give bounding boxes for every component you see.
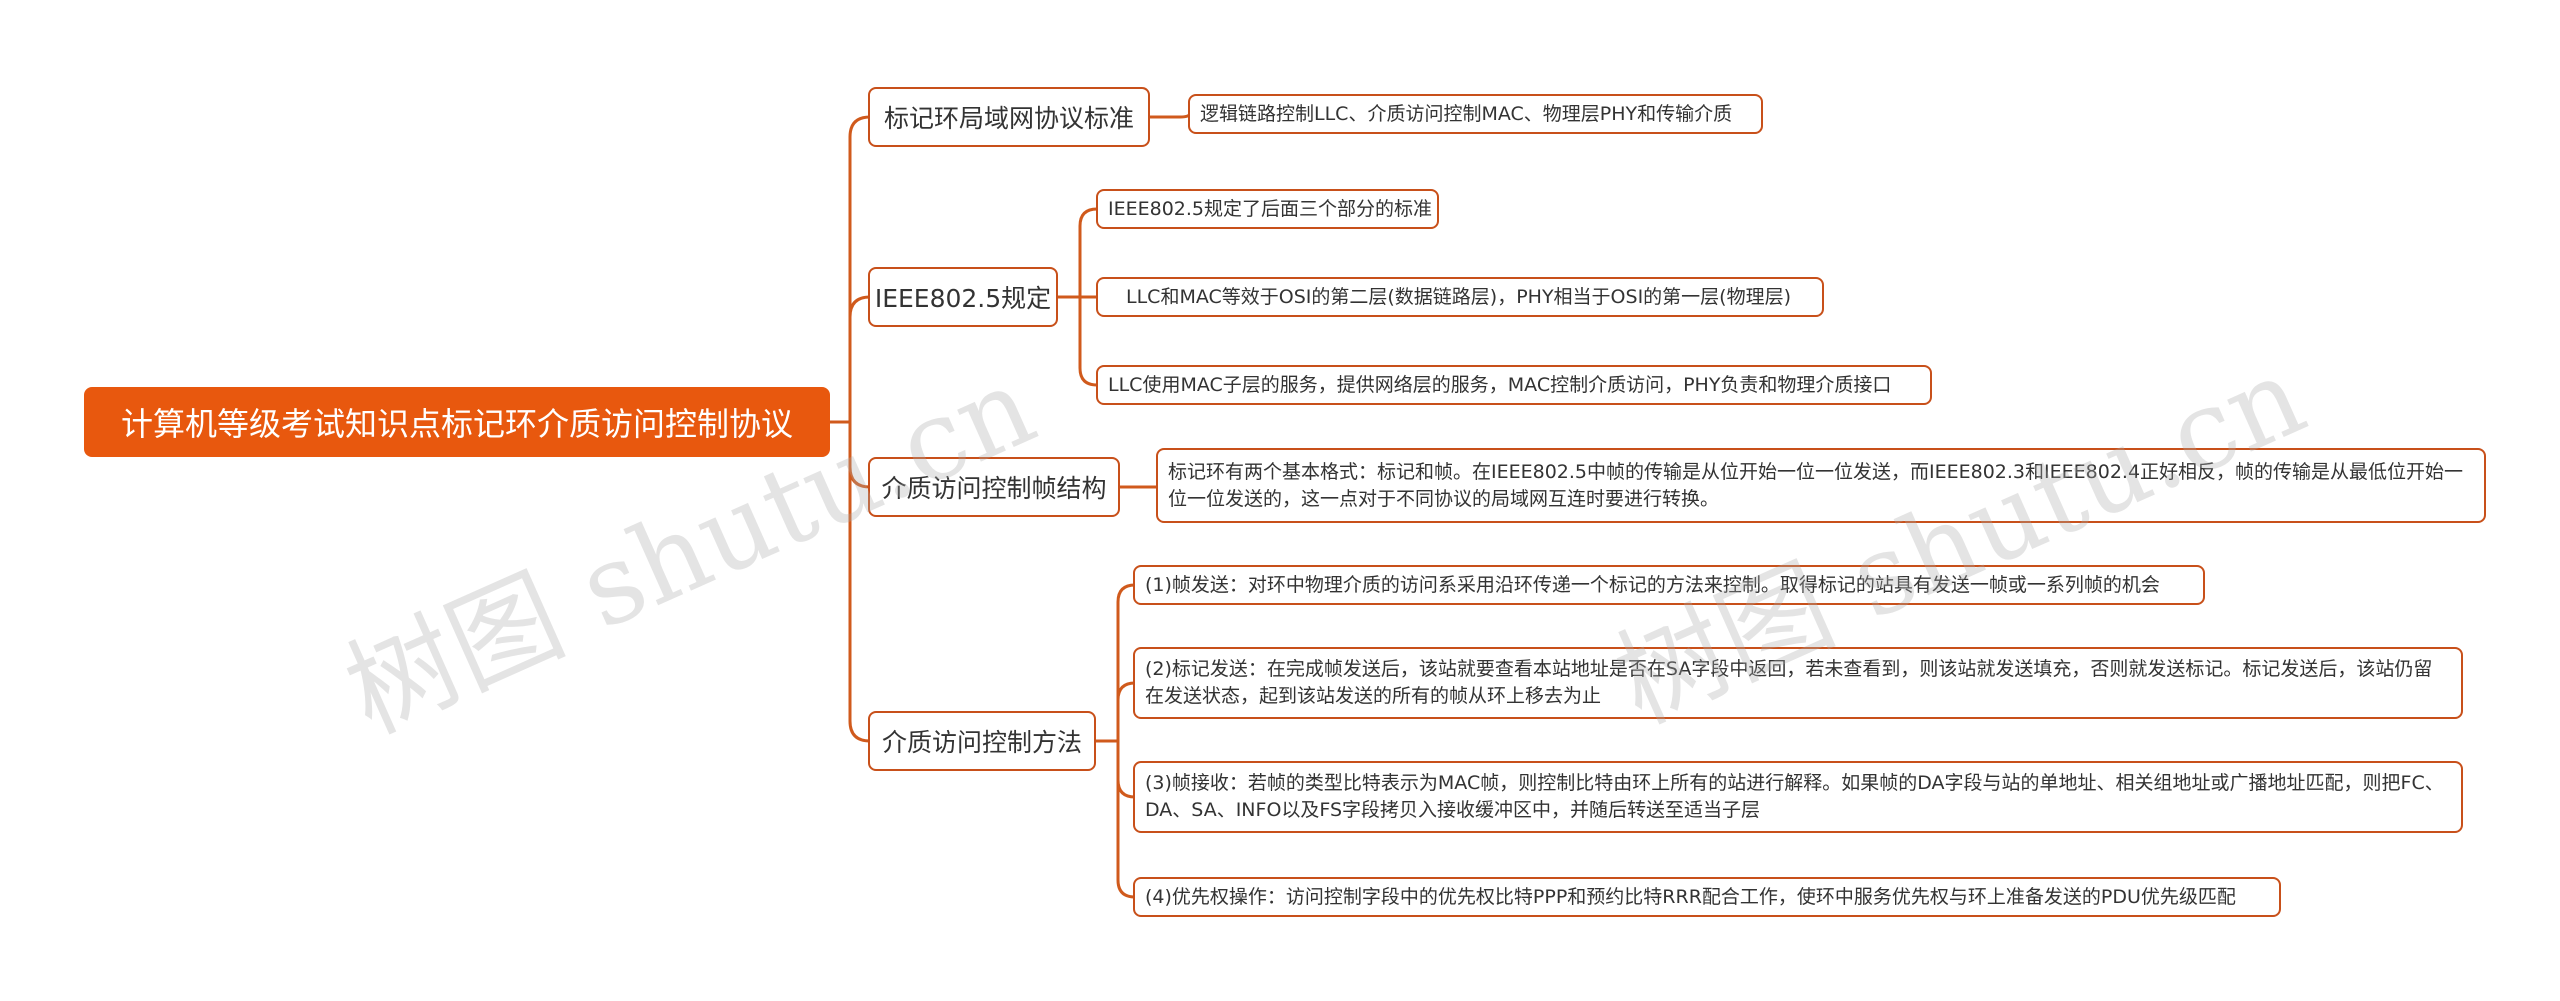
branch-topic-label: 介质访问控制帧结构 xyxy=(881,474,1107,503)
leaf-topic-text: (4)优先权操作：访问控制字段中的优先权比特PPP和预约比特RRR配合工作，使环… xyxy=(1145,885,2236,908)
leaf-topic-2-3[interactable]: LLC使用MAC子层的服务，提供网络层的服务，MAC控制介质访问，PHY负责和物… xyxy=(1096,365,1932,405)
leaf-topic-2-1[interactable]: IEEE802.5规定了后面三个部分的标准 xyxy=(1096,189,1439,229)
leaf-topic-4-2[interactable]: (2)标记发送：在完成帧发送后，该站就要查看本站地址是否在SA字段中返回，若未查… xyxy=(1133,647,2463,719)
leaf-topic-4-4[interactable]: (4)优先权操作：访问控制字段中的优先权比特PPP和预约比特RRR配合工作，使环… xyxy=(1133,877,2281,917)
connector-branch-4-leaf-1 xyxy=(1116,583,1137,743)
leaf-topic-3-1[interactable]: 标记环有两个基本格式：标记和帧。在IEEE802.5中帧的传输是从位开始一位一位… xyxy=(1156,448,2486,523)
root-topic[interactable]: 计算机等级考试知识点标记环介质访问控制协议 xyxy=(84,387,830,457)
leaf-topic-1-1[interactable]: 逻辑链路控制LLC、介质访问控制MAC、物理层PHY和传输介质 xyxy=(1188,94,1763,134)
leaf-topic-text: 逻辑链路控制LLC、介质访问控制MAC、物理层PHY和传输介质 xyxy=(1200,102,1733,125)
branch-topic-label: 标记环局域网协议标准 xyxy=(883,104,1134,133)
branch-topic-2[interactable]: IEEE802.5规定 xyxy=(868,267,1058,327)
connector-branch-4-leaf-2 xyxy=(1116,681,1137,743)
leaf-topic-text: (1)帧发送：对环中物理介质的访问系采用沿环传递一个标记的方法来控制。取得标记的… xyxy=(1145,573,2160,596)
branch-topic-1[interactable]: 标记环局域网协议标准 xyxy=(868,87,1150,147)
leaf-topic-text: (3)帧接收：若帧的类型比特表示为MAC帧，则控制比特由环上所有的站进行解释。如… xyxy=(1145,772,2444,821)
connector-root-branch-4 xyxy=(848,420,872,743)
connector-root-branch-3 xyxy=(848,420,872,489)
leaf-topic-4-3[interactable]: (3)帧接收：若帧的类型比特表示为MAC帧，则控制比特由环上所有的站进行解释。如… xyxy=(1133,761,2463,833)
branch-topic-label: 介质访问控制方法 xyxy=(882,728,1083,757)
leaf-topic-2-2[interactable]: LLC和MAC等效于OSI的第二层(数据链路层)，PHY相当于OSI的第一层(物… xyxy=(1096,277,1824,317)
leaf-topic-4-1[interactable]: (1)帧发送：对环中物理介质的访问系采用沿环传递一个标记的方法来控制。取得标记的… xyxy=(1133,565,2205,605)
branch-topic-4[interactable]: 介质访问控制方法 xyxy=(868,711,1096,771)
leaf-topic-text: IEEE802.5规定了后面三个部分的标准 xyxy=(1108,197,1433,220)
connector-branch-4-leaf-4 xyxy=(1116,739,1137,899)
connector-branch-2-leaf-1 xyxy=(1078,207,1099,299)
leaf-topic-text: LLC使用MAC子层的服务，提供网络层的服务，MAC控制介质访问，PHY负责和物… xyxy=(1108,373,1892,396)
root-topic-label: 计算机等级考试知识点标记环介质访问控制协议 xyxy=(120,405,793,443)
connector-root-branch-1 xyxy=(848,115,872,424)
leaf-topic-text: (2)标记发送：在完成帧发送后，该站就要查看本站地址是否在SA字段中返回，若未查… xyxy=(1145,658,2433,707)
leaf-topic-text: 标记环有两个基本格式：标记和帧。在IEEE802.5中帧的传输是从位开始一位一位… xyxy=(1168,460,2464,510)
leaf-topic-text: LLC和MAC等效于OSI的第二层(数据链路层)，PHY相当于OSI的第一层(物… xyxy=(1126,285,1792,308)
connector-root-branch-2 xyxy=(848,295,872,424)
branch-topic-label: IEEE802.5规定 xyxy=(874,284,1052,313)
connector-branch-2-leaf-3 xyxy=(1078,295,1099,387)
branch-topic-3[interactable]: 介质访问控制帧结构 xyxy=(868,457,1120,517)
connector-branch-1-leaf-1 xyxy=(1148,111,1192,119)
